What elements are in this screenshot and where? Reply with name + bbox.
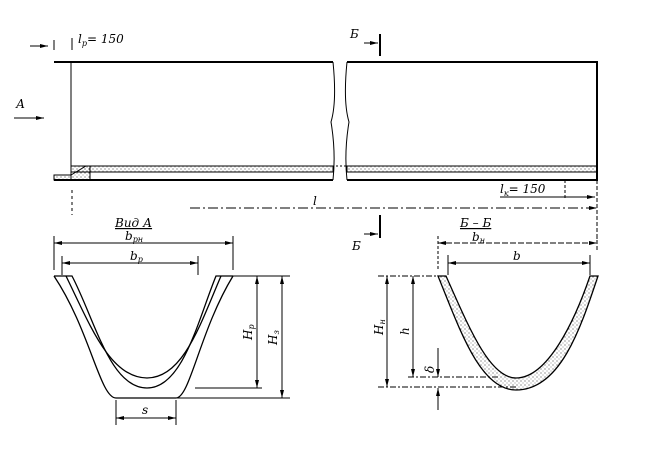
b-label: b: [513, 249, 521, 263]
H-z-label: Hз: [266, 330, 281, 346]
s-label: s: [142, 403, 148, 417]
view-a: [53, 236, 290, 425]
b-rn-label: bрн: [125, 229, 143, 244]
delta-label: δ: [423, 366, 437, 373]
lk-label: lк= 150: [500, 182, 546, 198]
b-n-label: bн: [472, 230, 485, 245]
H-r-label: Hр: [241, 324, 256, 341]
section-b-b-title: Б – Б: [459, 216, 491, 230]
h-label: h: [398, 327, 412, 335]
view-a-title: Вид А: [114, 216, 152, 230]
view-a-arrow-label: А: [15, 97, 25, 111]
b-r-label: bр: [130, 249, 143, 264]
H-n-label: Hн: [372, 319, 387, 336]
section-mark-top: Б: [349, 27, 359, 41]
section-b-b: [378, 236, 599, 410]
side-view: [14, 34, 598, 250]
lr-label: lр= 150: [78, 32, 124, 48]
length-label: l: [313, 194, 317, 208]
section-mark-bottom: Б: [351, 239, 361, 253]
